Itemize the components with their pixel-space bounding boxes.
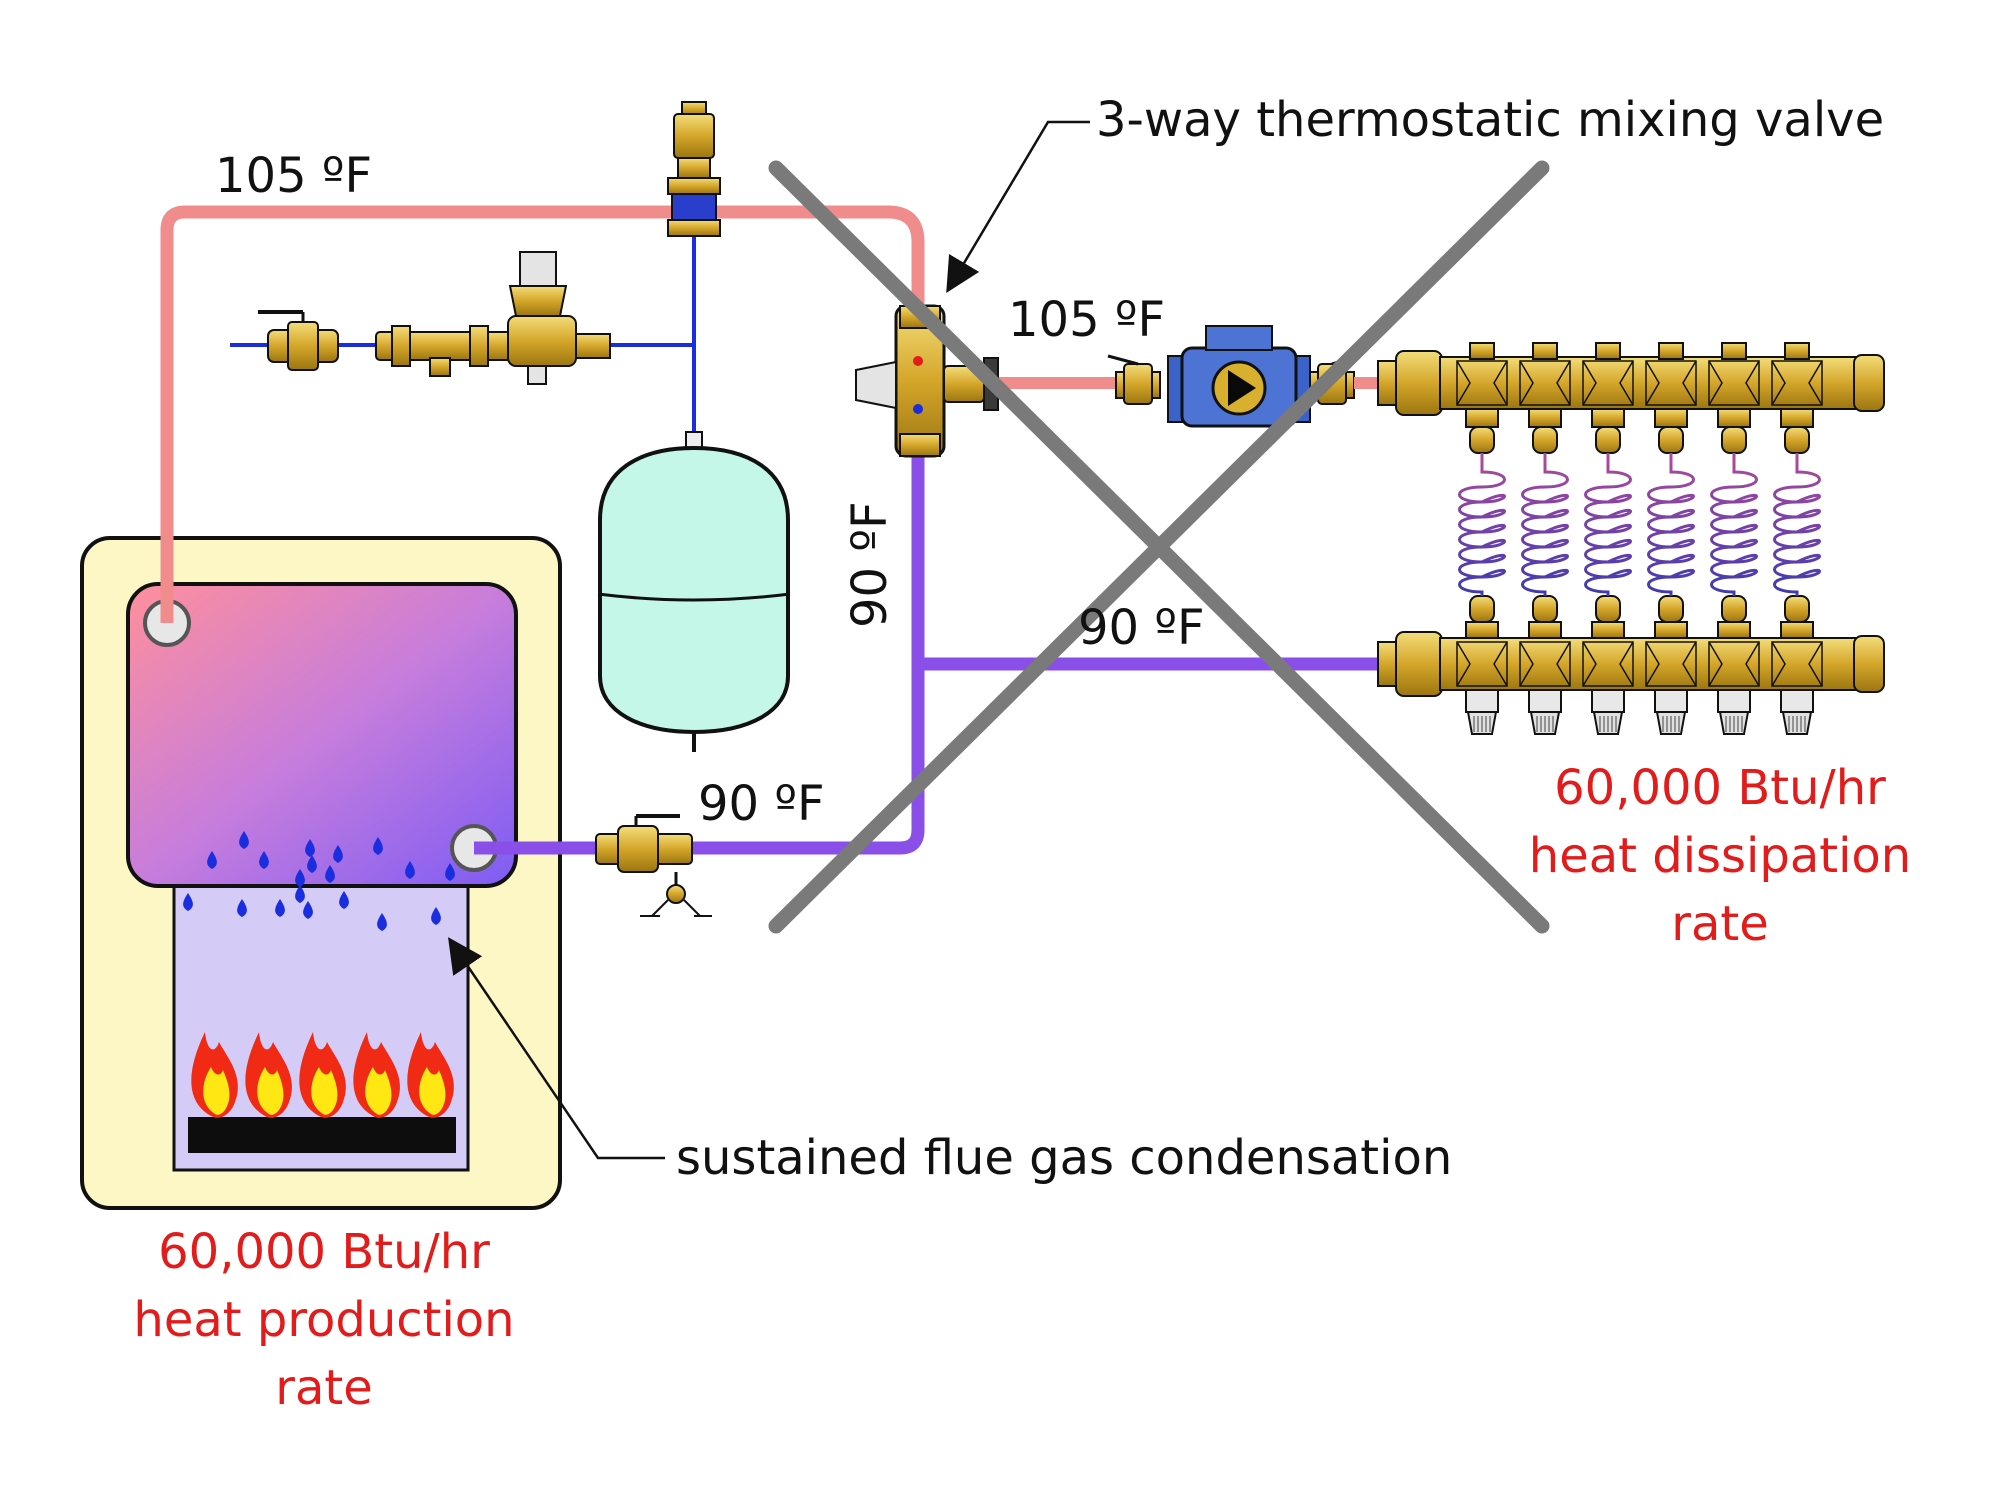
water-droplet-icon (405, 861, 415, 879)
condensation-droplets (183, 831, 455, 931)
boiler-return-temp: 90 ºF (698, 776, 825, 832)
radiant-loop (1710, 408, 1758, 639)
water-droplet-icon (431, 907, 441, 925)
boiler-rate-line2: heat production (133, 1292, 514, 1348)
water-droplet-icon (207, 851, 217, 869)
return-pipe-vertical (474, 455, 925, 855)
mixing-valve-leader (946, 120, 1090, 294)
return-vertical-temp: 90 ºF (842, 501, 898, 628)
water-droplet-icon (445, 863, 455, 881)
water-droplet-icon (259, 851, 269, 869)
supply-manifold-temp: 105 ºF (1008, 292, 1165, 348)
dissipation-rate-line3: rate (1671, 896, 1769, 952)
water-droplet-icon (239, 831, 249, 849)
dissipation-rate-line2: heat dissipation (1529, 828, 1911, 884)
water-droplet-icon (339, 891, 349, 909)
flame-icon (353, 1032, 400, 1118)
water-droplet-icon (295, 885, 305, 903)
water-droplet-icon (377, 913, 387, 931)
water-droplet-icon (333, 845, 343, 863)
radiant-loop (1521, 408, 1569, 639)
fill-ball-valve (258, 310, 339, 371)
hot-supply-pipe (160, 205, 925, 623)
radiant-loop (1584, 408, 1632, 639)
return-ball-valve (595, 814, 712, 917)
boiler (80, 536, 562, 1210)
burner-bar (188, 1117, 456, 1153)
pressure-reducing-valve (507, 251, 611, 385)
water-droplet-icon (307, 855, 317, 873)
flame-icon (407, 1032, 454, 1118)
radiant-loop (1647, 408, 1695, 639)
condensation-label: sustained flue gas condensation (676, 1130, 1452, 1186)
mixing-valve-label: 3-way thermostatic mixing valve (1096, 92, 1884, 148)
radiant-manifolds (1377, 342, 1885, 735)
boiler-rate-line1: 60,000 Btu/hr (158, 1224, 490, 1280)
condensation-leader (448, 937, 665, 1160)
flame-icon (245, 1032, 292, 1118)
radiant-loop (1458, 408, 1506, 639)
x-cross-icon (768, 160, 1550, 934)
expansion-tank (597, 431, 791, 752)
radiant-loop (1773, 408, 1821, 639)
flames (191, 1032, 454, 1118)
heat-exchanger (126, 582, 518, 888)
water-droplet-icon (295, 869, 305, 887)
return-manifold (1377, 631, 1885, 735)
boiler-rate-line3: rate (275, 1360, 373, 1416)
supply-manifold (1377, 342, 1885, 416)
flame-icon (299, 1032, 346, 1118)
water-droplet-icon (303, 901, 313, 919)
supply-top-temp: 105 ºF (215, 148, 372, 204)
flame-icon (191, 1032, 238, 1118)
water-droplet-icon (183, 893, 193, 911)
water-droplet-icon (373, 837, 383, 855)
backflow-preventer (375, 325, 517, 377)
return-manifold-temp: 90 ºF (1078, 600, 1205, 656)
water-droplet-icon (237, 899, 247, 917)
water-droplet-icon (325, 865, 335, 883)
dissipation-rate-line1: 60,000 Btu/hr (1554, 760, 1886, 816)
water-droplet-icon (305, 839, 315, 857)
water-droplet-icon (275, 899, 285, 917)
air-vent (667, 101, 721, 237)
mixing-valve (855, 304, 999, 458)
